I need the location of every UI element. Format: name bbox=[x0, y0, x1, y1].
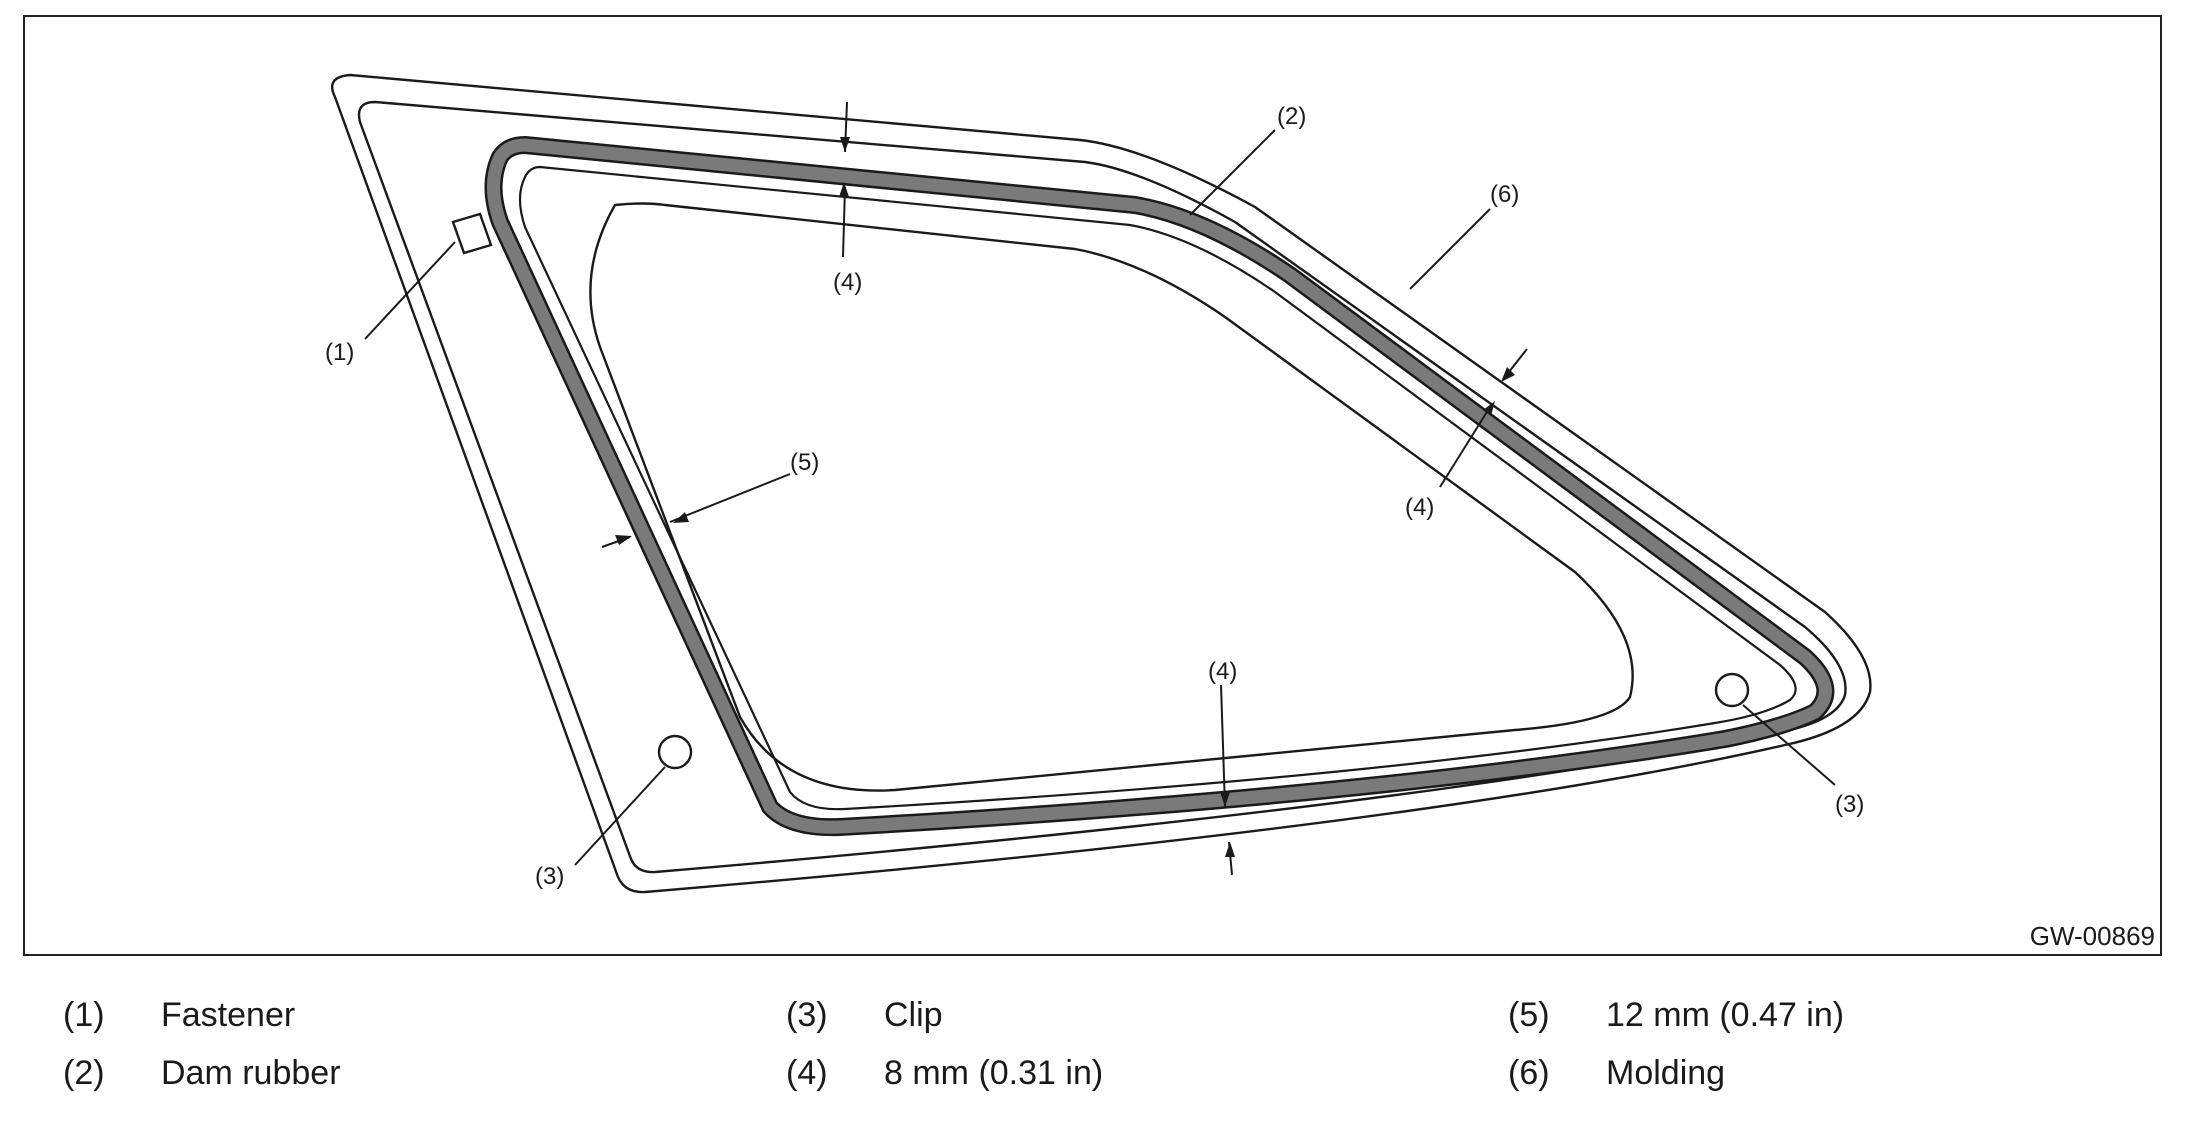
legend-text: 8 mm (0.31 in) bbox=[884, 1054, 1104, 1092]
dimension-bottom-8mm bbox=[1220, 684, 1235, 876]
dam-rubber-band bbox=[484, 136, 1835, 837]
legend-text: Fastener bbox=[161, 996, 296, 1034]
legend-num: (1) bbox=[63, 996, 105, 1034]
callout-gap-right: (4) bbox=[1405, 494, 1434, 521]
glass-inner-trim bbox=[589, 202, 1634, 792]
clip-left-icon bbox=[657, 734, 693, 770]
callout-gap-left: (5) bbox=[790, 449, 819, 476]
legend-num: (3) bbox=[786, 996, 828, 1034]
legend-text: Clip bbox=[884, 996, 943, 1034]
callout-dam-rubber: (2) bbox=[1277, 103, 1306, 130]
fastener-icon bbox=[451, 212, 493, 255]
molding-leader bbox=[1409, 208, 1491, 290]
dam-rubber-fill bbox=[487, 138, 1832, 834]
legend-num: (6) bbox=[1508, 1054, 1550, 1092]
legend-text: Dam rubber bbox=[161, 1054, 341, 1092]
molding-outer-edge bbox=[330, 73, 1872, 894]
dimension-right-8mm bbox=[1439, 348, 1528, 488]
dam-rubber-leader bbox=[1189, 129, 1276, 216]
window-glass-diagram: (1) (3) (3) (2) (6) (4) (4) bbox=[325, 73, 2155, 951]
fastener-leader bbox=[364, 241, 456, 340]
callout-clip-right: (3) bbox=[1835, 791, 1864, 818]
clip-right-icon bbox=[1714, 672, 1750, 708]
glass-bonding-edge bbox=[518, 165, 1797, 811]
clip-right-leader bbox=[1742, 704, 1836, 786]
diagram-frame: (1) (3) (3) (2) (6) (4) (4) bbox=[23, 15, 2162, 956]
dimension-left-12mm bbox=[601, 473, 791, 548]
clip-left-leader bbox=[574, 766, 666, 866]
callout-fastener: (1) bbox=[325, 339, 354, 366]
callout-gap-top: (4) bbox=[833, 269, 862, 296]
legend-text: Molding bbox=[1606, 1054, 1726, 1092]
legend-num: (5) bbox=[1508, 996, 1550, 1034]
legend-text: 12 mm (0.47 in) bbox=[1606, 996, 1845, 1034]
legend-num: (2) bbox=[63, 1054, 105, 1092]
callout-gap-bottom: (4) bbox=[1208, 658, 1237, 685]
legend-num: (4) bbox=[786, 1054, 828, 1092]
legend: (1) Fastener (2) Dam rubber (3) Clip (4)… bbox=[0, 975, 2193, 1115]
figure-code: GW-00869 bbox=[2030, 921, 2155, 951]
callout-molding: (6) bbox=[1490, 181, 1519, 208]
dimension-top-8mm bbox=[839, 101, 850, 258]
callout-clip-left: (3) bbox=[535, 863, 564, 890]
